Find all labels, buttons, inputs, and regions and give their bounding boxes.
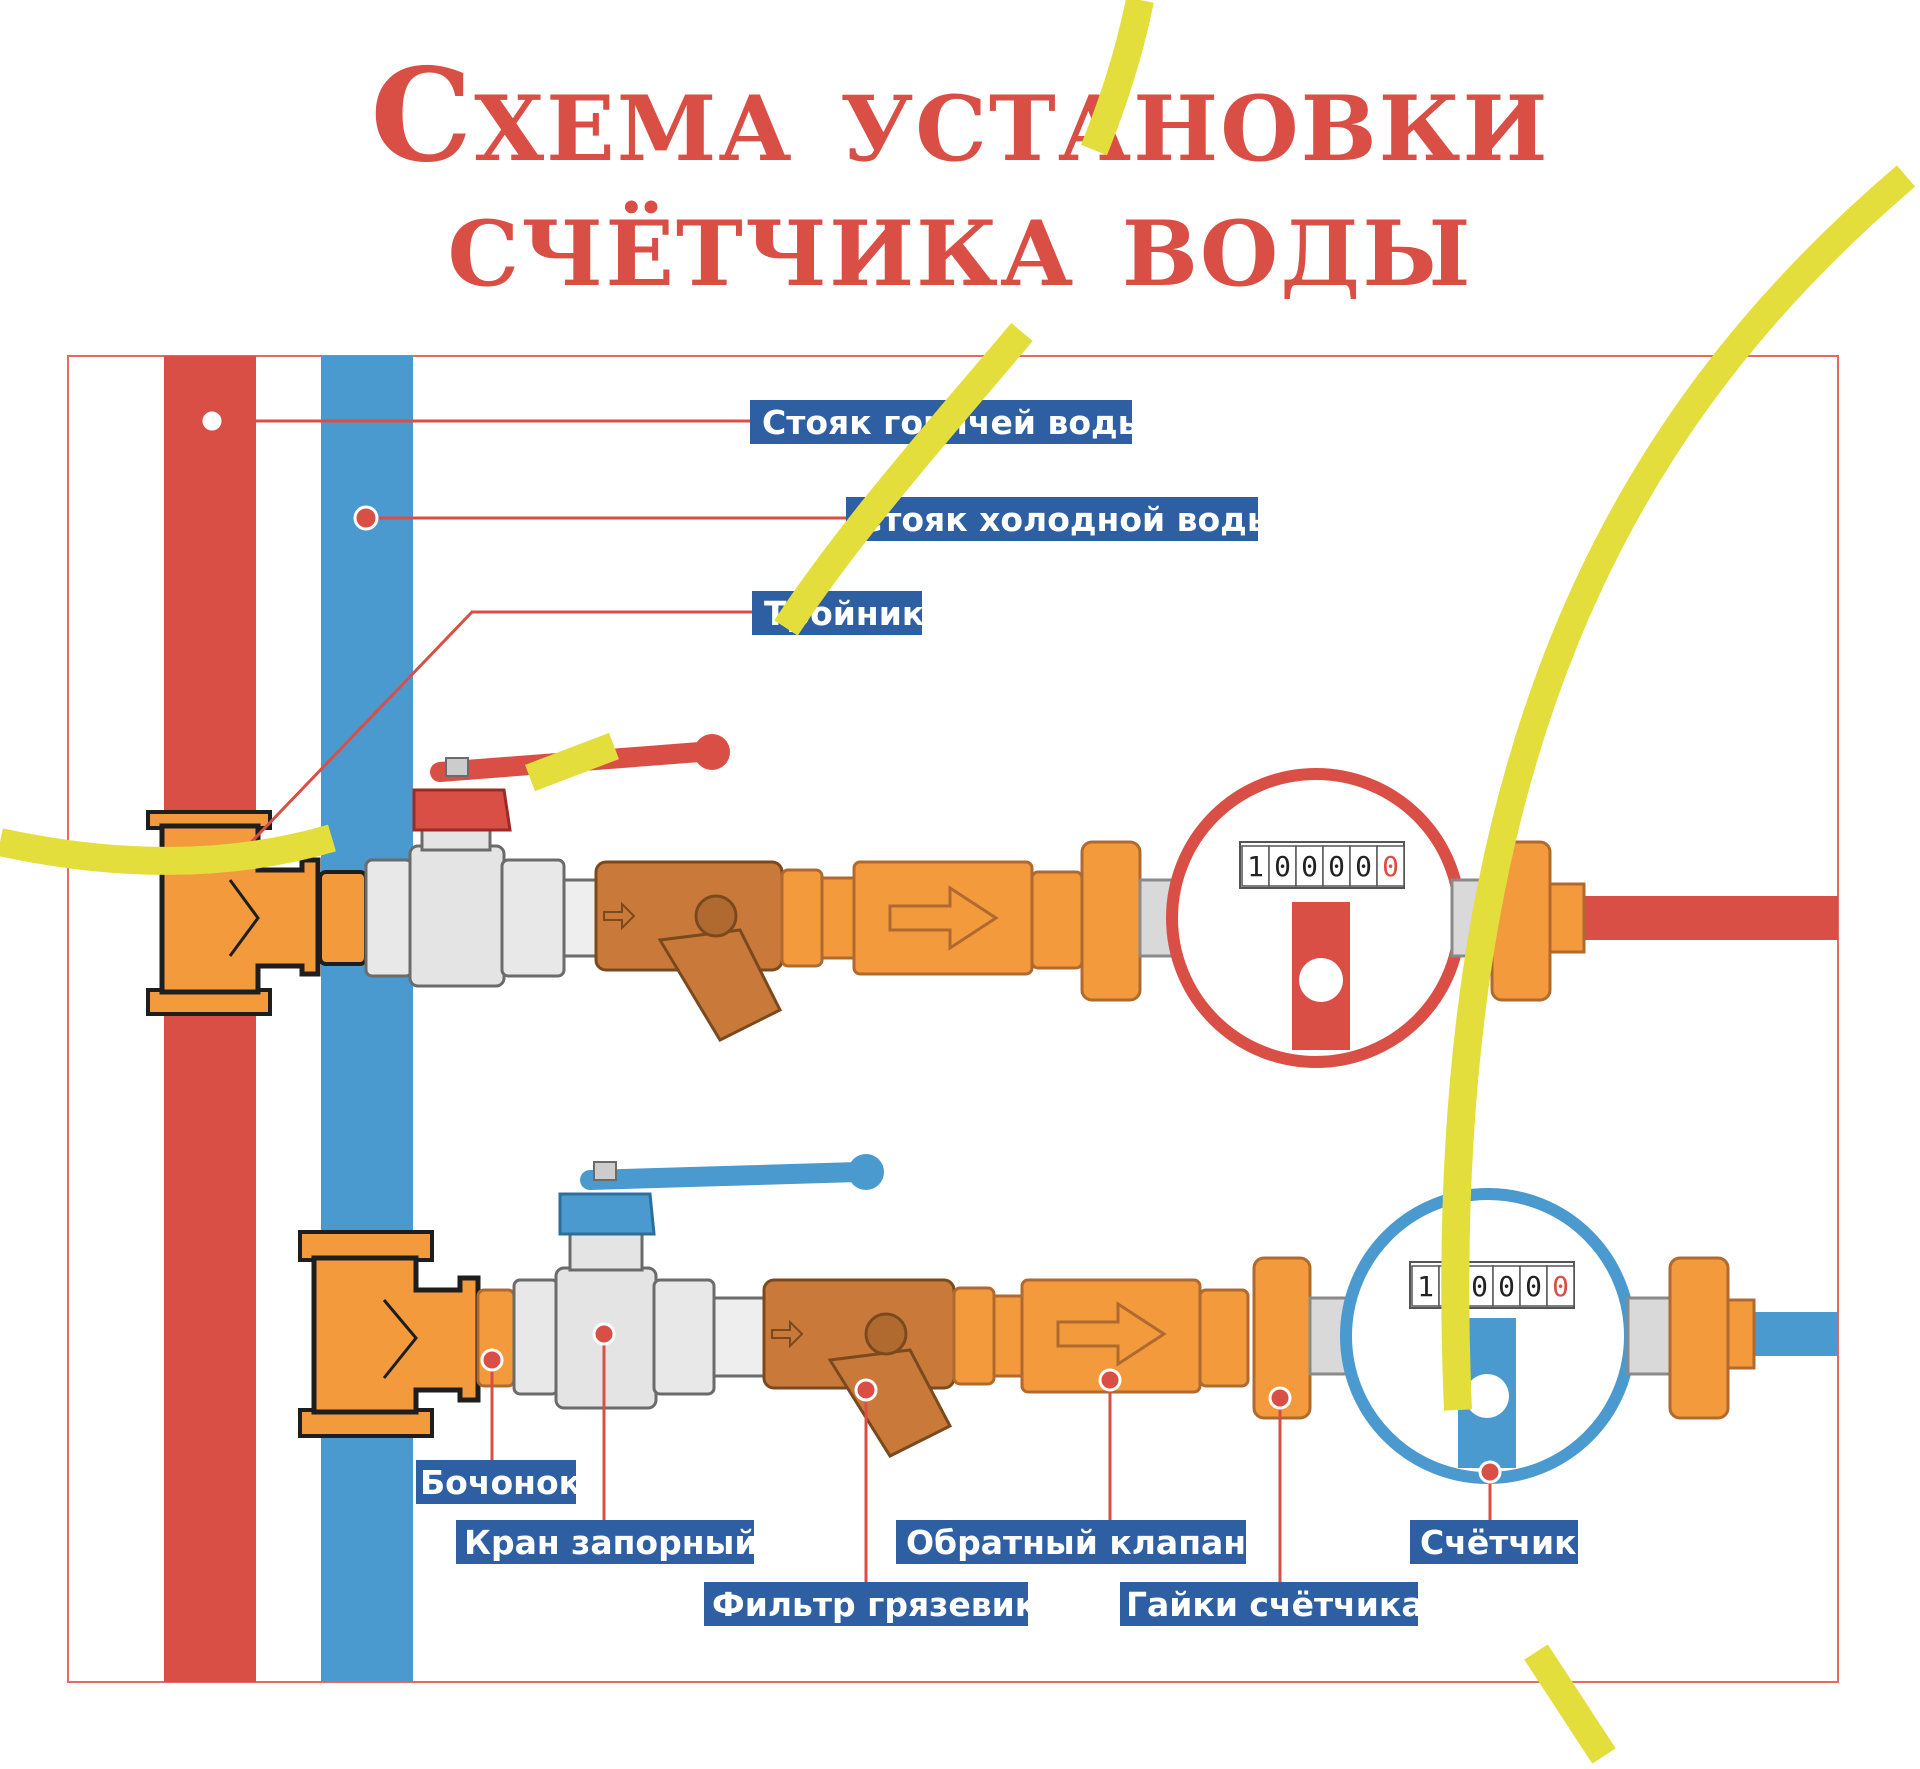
leader-dots <box>199 408 1502 1484</box>
leader-tee <box>234 610 752 860</box>
yellow-stroke-2 <box>1441 165 1916 1411</box>
leader-lines <box>212 419 1492 1586</box>
label-tee: Тройник <box>752 591 924 635</box>
diagram-frame <box>67 355 1839 1683</box>
meter-digit: 1 <box>1417 1270 1434 1303</box>
strainer-arrow-icon <box>603 901 636 931</box>
diagram-title: Схема установки счётчика воды <box>370 41 1549 316</box>
circle-dot-icon <box>1478 1460 1502 1484</box>
callout-labels: Стояк горячей воды Стояк холодной воды Т… <box>416 400 1578 1626</box>
label-strainer-text: Фильтр грязевик <box>712 1585 1037 1624</box>
label-cold-riser-text: Стояк холодной воды <box>858 500 1277 539</box>
hot-valve-handle <box>412 788 512 832</box>
circle-dot-icon <box>592 1322 616 1346</box>
circle-dot-icon <box>480 1348 504 1372</box>
check-valve-arrow-icon <box>1056 1301 1167 1367</box>
meter-digit: 1 <box>1247 850 1264 883</box>
hot-meter-nut-left <box>1080 840 1142 1002</box>
hot-coupling <box>820 876 856 960</box>
label-meter-nuts: Гайки счётчика <box>1120 1582 1424 1626</box>
meter-digit: 0 <box>1525 1270 1542 1303</box>
cold-outlet-pipe <box>1750 1312 1838 1356</box>
meter-digit: 0 <box>1498 1270 1515 1303</box>
hot-shutoff-valve <box>364 734 730 988</box>
hot-check-valve <box>852 860 1034 976</box>
label-meter: Счётчик <box>1410 1520 1578 1564</box>
meter-digit: 0 <box>1274 850 1291 883</box>
label-strainer: Фильтр грязевик <box>704 1582 1037 1626</box>
yellow-stroke-5 <box>525 732 619 792</box>
title-line-2: счётчика воды <box>448 166 1473 316</box>
yellow-stroke-3 <box>774 322 1033 636</box>
meter-digit-cell <box>1519 1265 1548 1307</box>
yellow-stroke-1 <box>1081 0 1154 156</box>
meter-digit: 0 <box>1552 1270 1569 1303</box>
hot-coupling-nut <box>780 868 824 968</box>
meter-digit-cell <box>1268 845 1297 887</box>
label-cold-riser: Стояк холодной воды <box>846 497 1277 541</box>
meter-digit: 0 <box>1301 850 1318 883</box>
cold-strainer-filter <box>762 1278 956 1458</box>
meter-digit: 0 <box>1328 850 1345 883</box>
label-barrel-text: Бочонок <box>420 1463 581 1502</box>
label-meter-nuts-text: Гайки счётчика <box>1126 1585 1424 1624</box>
circle-dot-icon <box>353 505 379 531</box>
hot-barrel-nipple <box>318 870 368 966</box>
check-valve-arrow-icon <box>888 885 999 951</box>
meter-digit: 0 <box>1382 850 1399 883</box>
label-shutoff-valve: Кран запорный <box>456 1520 757 1564</box>
title-line-1: Схема установки <box>370 41 1549 191</box>
circle-dot-icon <box>1098 1368 1122 1392</box>
meter-digit: 0 <box>1471 1270 1488 1303</box>
meter-digit-cell <box>1465 1265 1494 1307</box>
cold-valve-handle <box>558 1192 656 1236</box>
meter-digit-cell <box>1546 1265 1575 1307</box>
hot-water-riser <box>164 356 256 1682</box>
label-check-valve: Обратный клапан <box>896 1520 1246 1564</box>
meter-digit-cell <box>1295 845 1324 887</box>
circle-dot-icon <box>199 408 225 434</box>
meter-digit-cell <box>1241 845 1270 887</box>
circle-dot-icon <box>1268 1386 1292 1410</box>
cold-shutoff-valve <box>512 1154 884 1410</box>
strainer-arrow-icon <box>771 1319 804 1349</box>
hot-outlet-pipe <box>1580 896 1838 940</box>
hot-strainer-filter <box>594 860 784 1042</box>
label-check-valve-text: Обратный клапан <box>906 1523 1246 1562</box>
cold-outlet-coupling <box>1726 1298 1756 1370</box>
cold-water-riser <box>321 356 413 1682</box>
label-shutoff-valve-text: Кран запорный <box>464 1523 757 1562</box>
hot-check-valve-end <box>1030 870 1084 970</box>
label-barrel: Бочонок <box>416 1460 581 1504</box>
hot-outlet-coupling <box>1548 882 1586 954</box>
cold-check-valve-end <box>1198 1288 1250 1388</box>
yellow-stroke-6 <box>1524 1644 1616 1764</box>
cold-meter-stub-right <box>1626 1296 1672 1376</box>
cold-coupling-nut <box>952 1286 996 1386</box>
cold-coupling <box>992 1294 1024 1378</box>
cold-tee <box>298 1230 481 1438</box>
meter-digit-cell <box>1349 845 1378 887</box>
cold-meter-nut-right <box>1668 1256 1730 1420</box>
label-meter-text: Счётчик <box>1420 1523 1577 1562</box>
meter-digit: 0 <box>1355 850 1372 883</box>
circle-dot-icon <box>854 1378 878 1402</box>
meter-digit-cell <box>1376 845 1405 887</box>
cold-barrel-nipple <box>476 1288 516 1388</box>
yellow-stroke-4 <box>0 824 336 876</box>
